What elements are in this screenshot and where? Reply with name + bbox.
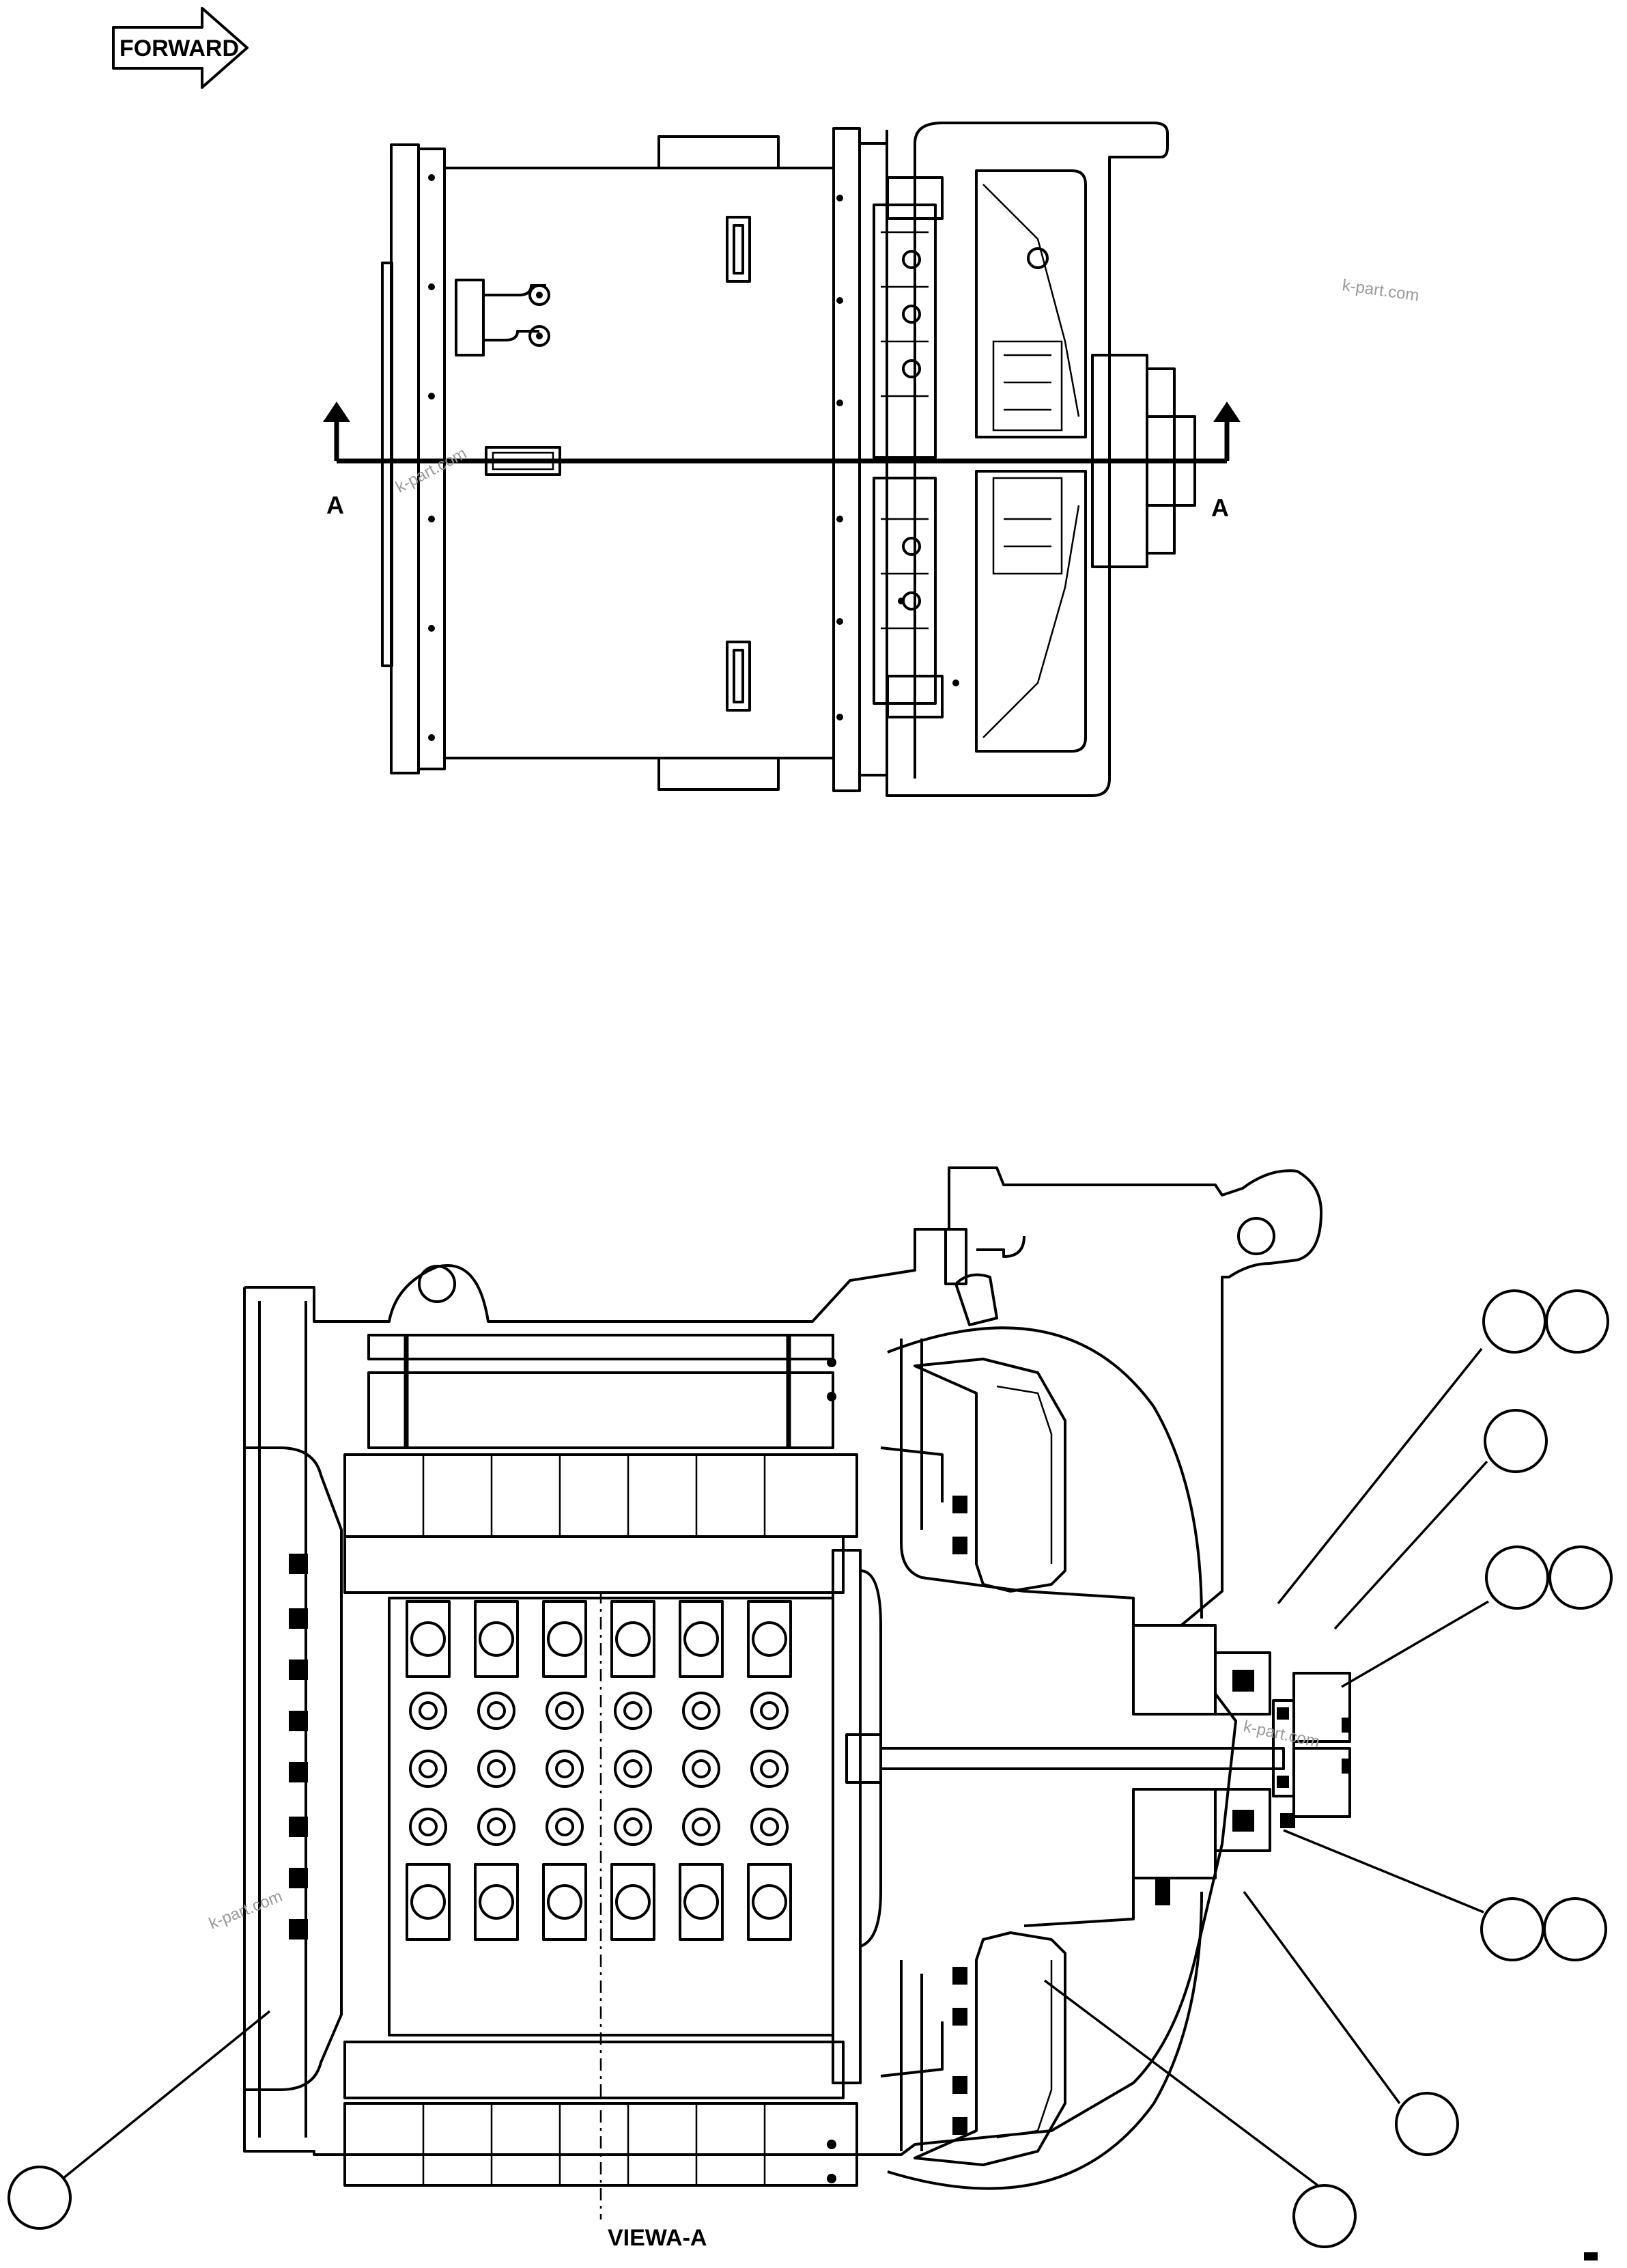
top-view: A A [323,122,1241,797]
top-view-bolts [428,174,959,741]
section-line-a-a [323,402,1241,464]
planet-gear-matrix [388,1597,834,2036]
callout-left[interactable] [8,2166,72,2230]
section-marker-left: A [326,491,344,519]
callout-lower-right-3[interactable] [1395,2092,1459,2156]
section-bolts [827,1358,1170,2183]
callout-right-2[interactable] [1548,1545,1613,1610]
end-cover-bolts [289,1554,308,1940]
view-caption: VIEWA-A [608,2225,707,2251]
watermark: k-part.com [1341,276,1420,305]
page-mark [1584,2252,1598,2260]
callout-lower-right-1[interactable] [1480,1897,1544,1961]
watermark: k-part.com [393,444,470,496]
forward-arrow: FORWARD [112,7,249,89]
callout-upper-right-2[interactable] [1545,1289,1609,1354]
top-view-fittings [455,279,550,356]
watermark: k-part.com [1242,1717,1321,1751]
callout-lower-right-2[interactable] [1543,1897,1607,1961]
callout-bottom-center[interactable] [1292,2184,1357,2248]
callout-right-1[interactable] [1485,1545,1549,1610]
callout-upper-right-1[interactable] [1482,1289,1546,1354]
section-view [243,1166,1351,2220]
section-marker-right: A [1211,494,1229,522]
forward-label: FORWARD [119,36,239,61]
callouts [8,1289,1613,2248]
callout-middle-right[interactable] [1484,1409,1548,1473]
